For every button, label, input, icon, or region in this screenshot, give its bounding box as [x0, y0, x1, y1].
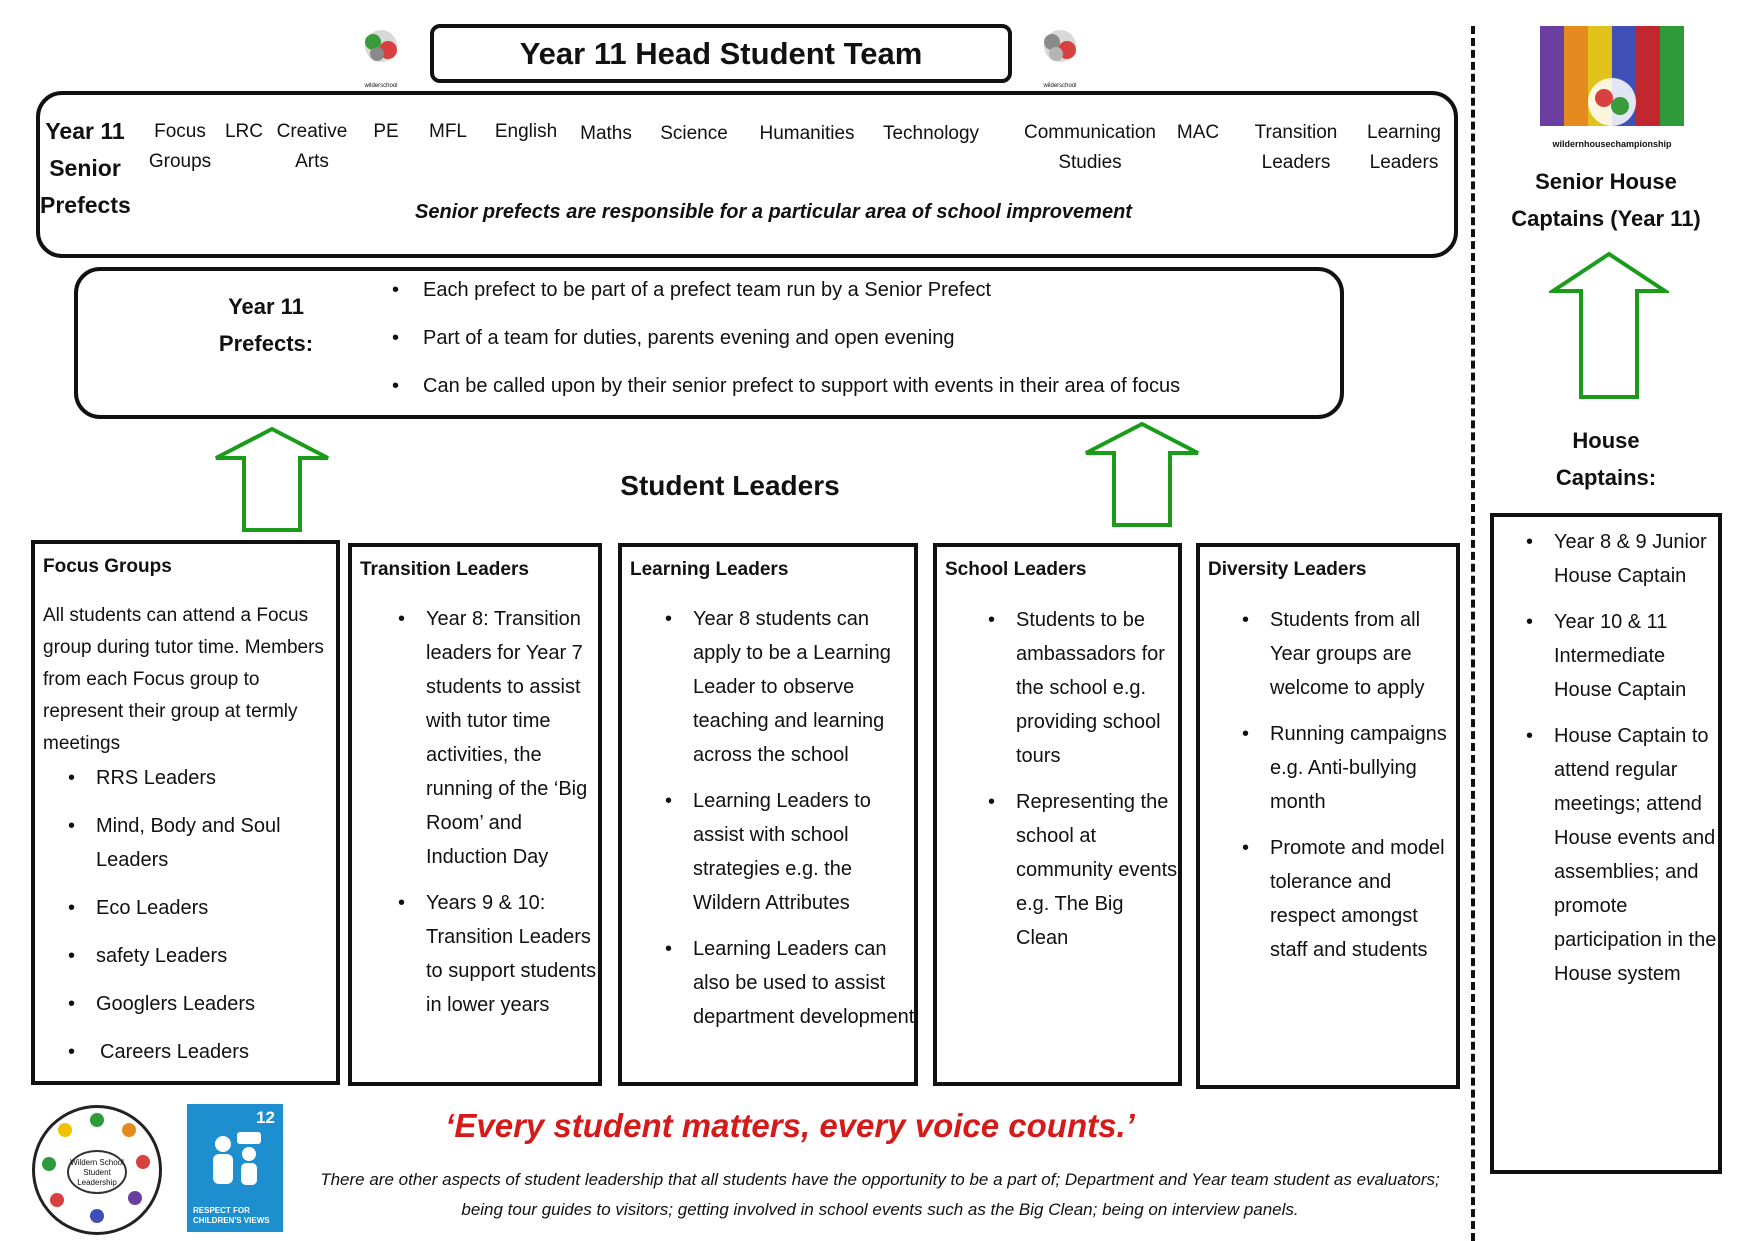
subject-humanities: Humanities	[759, 123, 855, 144]
column-title: Transition Leaders	[360, 559, 529, 580]
list-item: Year 8: Transition leaders for Year 7 st…	[398, 602, 598, 874]
list-item: Each prefect to be part of a prefect tea…	[388, 278, 1328, 326]
transition-leaders-list: Year 8: Transition leaders for Year 7 st…	[398, 602, 598, 1034]
list-item: Years 9 & 10: Transition Leaders to supp…	[398, 886, 598, 1022]
school-leaders-list: Students to be ambassadors for the schoo…	[988, 603, 1178, 967]
senior-prefects-box	[36, 91, 1458, 258]
list-item: Running campaigns e.g. Anti-bullying mon…	[1242, 717, 1458, 819]
senior-house-captains-title: Senior House Captains (Year 11)	[1511, 169, 1701, 231]
sdg-number: 12	[256, 1108, 275, 1127]
subject-pe: PE	[373, 121, 399, 142]
subject-technology: Technology	[882, 123, 980, 144]
subject-mfl: MFL	[429, 121, 467, 142]
prefects-title: Year 11 Prefects:	[218, 294, 314, 356]
list-item: Year 8 students can apply to be a Learni…	[665, 602, 915, 772]
list-item: Students from all Year groups are welcom…	[1242, 603, 1458, 705]
senior-prefects-title: Year 11 Senior Prefects	[40, 118, 131, 218]
school-leaders-box: School Leaders Students to be ambassador…	[933, 543, 1182, 1086]
student-leadership-badge: Wildern School Student Leadership	[32, 1105, 162, 1235]
up-arrow-icon	[215, 426, 329, 532]
list-item: House Captain to attend regular meetings…	[1526, 719, 1720, 991]
footer-note: There are other aspects of student leade…	[320, 1170, 1440, 1219]
focus-groups-box: Focus Groups All students can attend a F…	[31, 540, 340, 1085]
list-item: RRS Leaders	[68, 761, 332, 795]
transition-leaders-box: Transition Leaders Year 8: Transition le…	[348, 543, 602, 1086]
school-logo-text: wilderschool	[1043, 83, 1077, 89]
learning-leaders-box: Learning Leaders Year 8 students can app…	[618, 543, 918, 1086]
sdg-caption: RESPECT FOR CHILDREN'S VIEWS	[193, 1206, 270, 1225]
subject-mac: MAC	[1176, 122, 1220, 143]
list-item: Learning Leaders can also be used to ass…	[665, 932, 915, 1034]
page-title: Year 11 Head Student Team	[430, 24, 1012, 83]
list-item: Year 10 & 11 Intermediate House Captain	[1526, 605, 1720, 707]
list-item: Can be called upon by their senior prefe…	[388, 374, 1328, 422]
list-item: Year 8 & 9 Junior House Captain	[1526, 525, 1720, 593]
list-item: Learning Leaders to assist with school s…	[665, 784, 915, 920]
list-item: Mind, Body and Soul Leaders	[68, 809, 332, 877]
motto: ‘Every student matters, every voice coun…	[445, 1107, 1135, 1144]
badge-label: Wildern School Student Leadership	[67, 1150, 127, 1194]
school-logo-text: wilderschool	[364, 83, 398, 89]
subject-maths: Maths	[580, 123, 632, 144]
column-title: Diversity Leaders	[1208, 559, 1367, 580]
up-arrow-icon	[1085, 421, 1199, 527]
subject-lrc: LRC	[224, 121, 263, 142]
student-leaders-heading: Student Leaders	[620, 470, 840, 501]
subject-science: Science	[660, 123, 728, 144]
column-title: Learning Leaders	[630, 559, 789, 580]
list-item: Students to be ambassadors for the schoo…	[988, 603, 1178, 773]
house-captains-title: House Captains:	[1555, 428, 1657, 490]
house-championship-logo: wildernhousechampionship	[1538, 24, 1686, 149]
diversity-leaders-box: Diversity Leaders Students from all Year…	[1196, 543, 1460, 1089]
divider	[1471, 26, 1475, 1241]
list-item: Part of a team for duties, parents eveni…	[388, 326, 1328, 374]
list-item: Eco Leaders	[68, 891, 332, 925]
prefects-list: Each prefect to be part of a prefect tea…	[388, 278, 1328, 422]
focus-groups-intro: All students can attend a Focus group du…	[43, 605, 324, 754]
list-item: Promote and model tolerance and respect …	[1242, 831, 1458, 967]
focus-groups-list: RRS Leaders Mind, Body and Soul Leaders …	[68, 761, 332, 1083]
list-item: Careers Leaders	[68, 1035, 332, 1069]
house-captains-list: Year 8 & 9 Junior House Captain Year 10 …	[1526, 525, 1720, 1003]
house-captains-box: Year 8 & 9 Junior House Captain Year 10 …	[1490, 513, 1722, 1174]
up-arrow-icon	[1549, 251, 1669, 399]
list-item: Representing the school at community eve…	[988, 785, 1178, 955]
learning-leaders-list: Year 8 students can apply to be a Learni…	[665, 602, 915, 1046]
senior-prefects-note: Senior prefects are responsible for a pa…	[415, 201, 1132, 223]
house-logo-caption: wildernhousechampionship	[1552, 139, 1672, 149]
sdg-respect-icon: 12 RESPECT FOR CHILDREN'S VIEWS	[187, 1104, 283, 1232]
list-item: Googlers Leaders	[68, 987, 332, 1021]
list-item: safety Leaders	[68, 939, 332, 973]
school-logo-right: wilderschool	[1036, 26, 1084, 89]
school-logo-left: wilderschool	[357, 26, 405, 89]
subject-english: English	[494, 121, 558, 142]
column-title: Focus Groups	[43, 556, 172, 577]
column-title: School Leaders	[945, 559, 1087, 580]
diversity-leaders-list: Students from all Year groups are welcom…	[1242, 603, 1458, 979]
